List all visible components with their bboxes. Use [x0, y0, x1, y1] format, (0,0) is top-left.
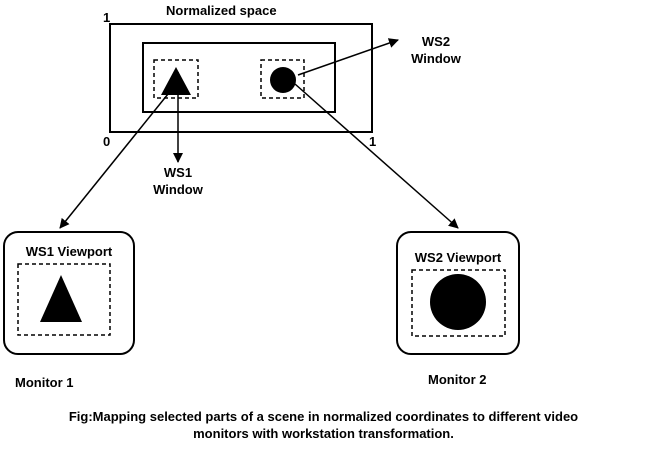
axis-label-origin: 0	[103, 134, 110, 149]
circle-icon	[270, 67, 296, 93]
workstation-transformation-diagram: Normalized space 1 0 1 WS1 Window WS2 Wi…	[3, 3, 520, 390]
ws2-viewport-label: WS2 Viewport	[415, 250, 502, 265]
ws2-window-box	[260, 59, 305, 99]
triangle-icon	[161, 67, 191, 95]
monitor-2-frame	[396, 231, 520, 355]
axis-label-bottom-right: 1	[369, 134, 376, 149]
ws2-window-arrow	[297, 38, 399, 76]
ws1-viewport-label: WS1 Viewport	[26, 244, 113, 259]
scene-box	[142, 42, 336, 113]
ws2-window-label-line1: WS2	[422, 34, 450, 49]
ws1-window-label-line1: WS1	[164, 165, 192, 180]
normalized-space-box	[109, 23, 373, 133]
figure-caption-line2: monitors with workstation transformation…	[193, 426, 454, 441]
triangle-icon	[40, 275, 82, 322]
figure-caption-line1: Fig:Mapping selected parts of a scene in…	[68, 409, 579, 424]
map-arrow-ws2-to-monitor2	[294, 83, 459, 229]
map-arrow-ws1-to-monitor1	[59, 93, 169, 229]
figure-caption: Fig:Mapping selected parts of a scene in…	[0, 408, 647, 442]
monitor-1-label: Monitor 1	[15, 375, 74, 390]
ws2-window-label-line2: Window	[411, 51, 462, 66]
monitor-2-label: Monitor 2	[428, 372, 487, 387]
ws1-window-box	[153, 59, 199, 99]
ws1-viewport-box	[17, 263, 111, 336]
ws2-viewport-box	[411, 269, 506, 337]
circle-icon	[430, 274, 486, 330]
normalized-space-title: Normalized space	[166, 3, 277, 18]
ws1-window-label-line2: Window	[153, 182, 204, 197]
axis-label-top-left: 1	[103, 10, 110, 25]
monitor-1-frame	[3, 231, 135, 355]
